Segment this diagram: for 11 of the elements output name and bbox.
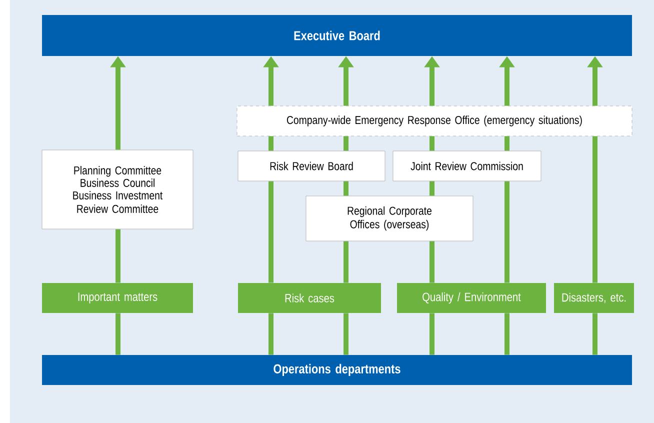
committee-box: Planning Committee Business Council Business Investment Review Committee <box>42 150 194 230</box>
committee-box: Regional Corporate Offices (overseas) <box>306 196 474 242</box>
dashed-box: Company-wide Emergency Response Office (emergency situations) <box>236 106 632 136</box>
category-box: Quality / Environment <box>397 283 546 313</box>
banner-box: Executive Board <box>42 15 632 56</box>
category-box: Important matters <box>42 283 193 313</box>
category-box: Risk cases <box>238 283 381 313</box>
committee-box: Risk Review Board <box>238 150 386 182</box>
category-box: Disasters, etc. <box>554 283 634 313</box>
banner-box: Operations departments <box>42 355 632 385</box>
committee-box: Joint Review Commission <box>392 150 542 182</box>
